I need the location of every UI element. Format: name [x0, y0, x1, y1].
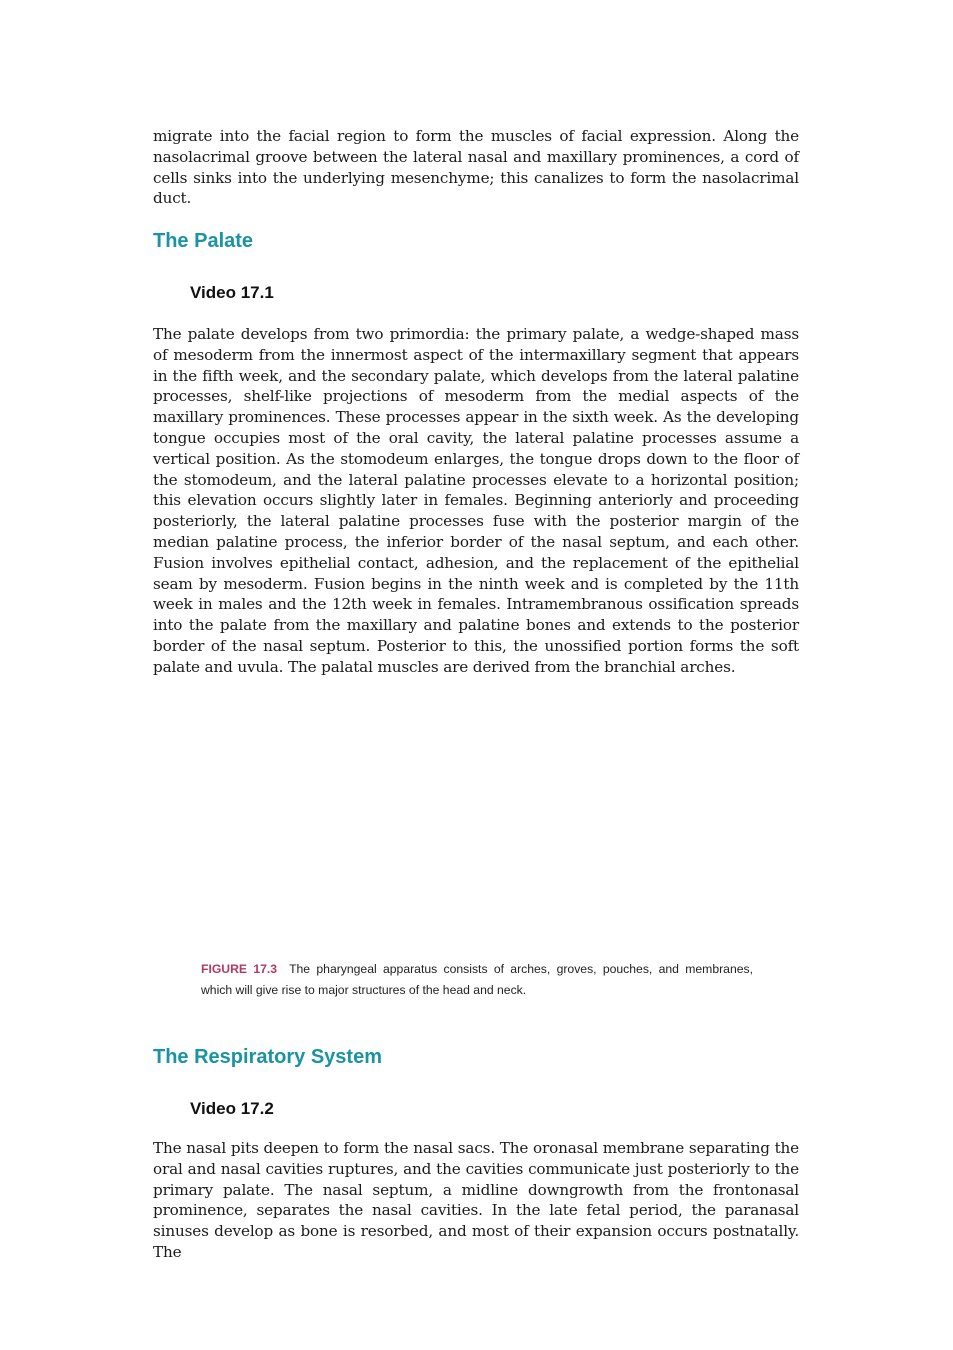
figure-caption-text: The pharyngeal apparatus consists of arc…	[201, 962, 753, 997]
video-17-2-label[interactable]: Video 17.2	[190, 1099, 274, 1118]
figure-label: FIGURE 17.3	[201, 962, 278, 976]
video-17-1-label[interactable]: Video 17.1	[190, 283, 274, 302]
respiratory-heading: The Respiratory System	[153, 1046, 382, 1068]
palate-paragraph: The palate develops from two primordia: …	[153, 325, 799, 676]
respiratory-paragraph: The nasal pits deepen to form the nasal …	[153, 1139, 799, 1261]
intro-paragraph: migrate into the facial region to form t…	[153, 127, 799, 208]
palate-heading: The Palate	[153, 230, 254, 252]
